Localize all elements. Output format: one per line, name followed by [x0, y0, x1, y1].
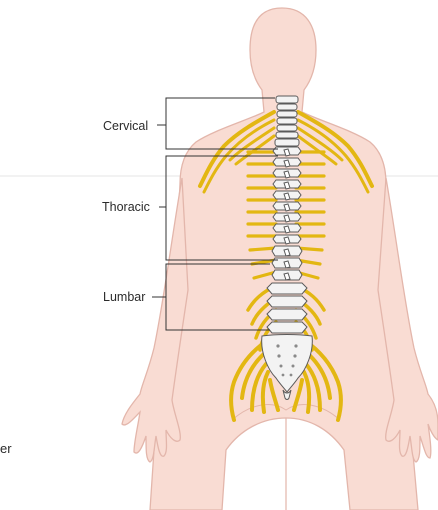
cervical-label: Cervical — [103, 119, 148, 133]
thoracic-label: Thoracic — [102, 200, 150, 214]
clipped-edge-text: er — [0, 442, 12, 456]
cervical-vertebrae — [275, 96, 299, 146]
lumbar-label: Lumbar — [103, 290, 145, 304]
